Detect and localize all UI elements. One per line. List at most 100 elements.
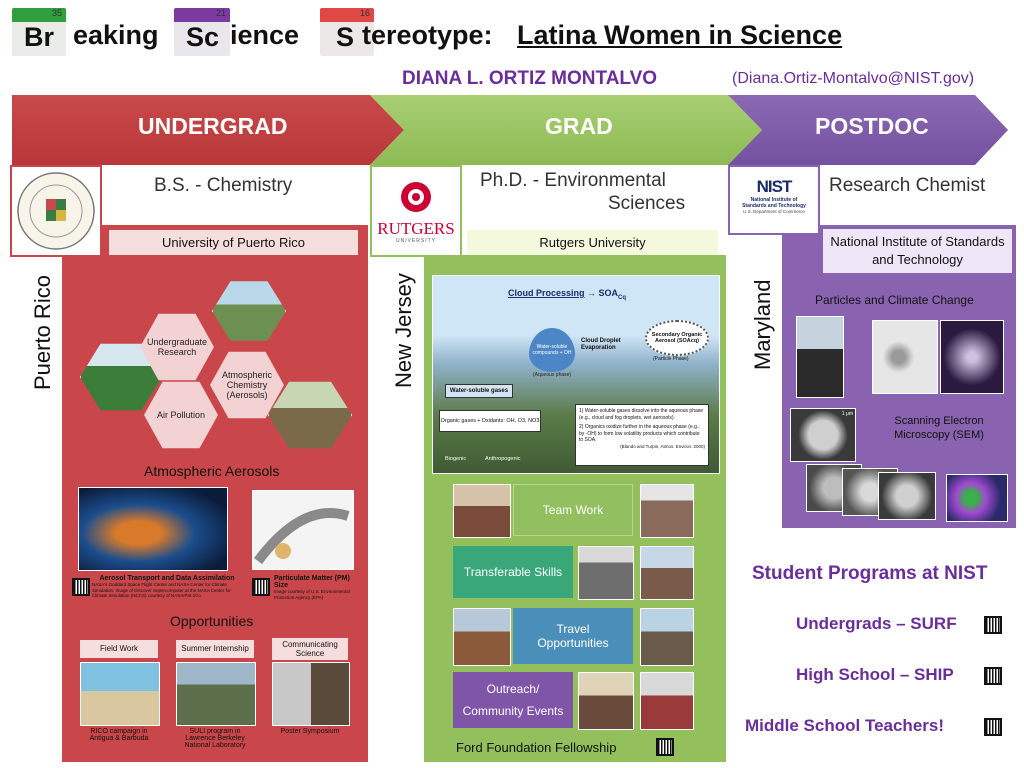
stage-grad: GRAD: [545, 113, 613, 139]
arrow-postdoc: [728, 95, 1008, 165]
particle-image-1: [872, 320, 938, 394]
aerosols-title: Atmospheric Aerosols: [144, 463, 280, 479]
grad-degree-line2: Sciences: [608, 193, 686, 214]
atomic-number: 16: [359, 8, 370, 18]
particles-climate-label: Particles and Climate Change: [815, 293, 974, 307]
element-tile-s: 16 S: [320, 8, 374, 56]
travel-photo-2: [640, 608, 694, 666]
evaporation-label: Cloud Droplet Evaporation: [581, 338, 621, 351]
university-seal-icon: [17, 172, 95, 250]
organic-gases-box: Organic gases+Oxidants: OH, O3, NO3: [439, 410, 541, 432]
rutgers-wordmark: RUTGERS: [377, 219, 455, 238]
aerosol-map-image: [78, 487, 228, 571]
grad-school: Rutgers University: [467, 230, 718, 255]
opp-communicating-science: Communicating Science: [272, 638, 348, 660]
qr-code-icon[interactable]: [984, 667, 1002, 685]
caption-pm-size: Particulate Matter (PM) Size Image court…: [274, 575, 350, 600]
element-symbol: Sc: [186, 22, 220, 52]
title-word-1: eaking: [73, 20, 159, 50]
researcher-photo: [796, 316, 844, 398]
opp-field-work: Field Work: [80, 640, 158, 658]
atomic-number: 35: [51, 8, 62, 18]
stage-postdoc: POSTDOC: [815, 113, 929, 139]
atomic-number: 21: [215, 8, 226, 18]
diagram-title: Cloud Processing → SOACq: [508, 288, 627, 301]
skill-transferable: Transferable Skills: [453, 546, 573, 598]
aqueous-phase-label: (Aqueous phase): [533, 372, 572, 378]
program-surf: Undergrads – SURF: [796, 614, 957, 633]
lab-photo: [578, 546, 634, 600]
upr-logo: [10, 165, 102, 257]
pm-size-image: [252, 490, 354, 570]
soa-particle-icon: Secondary Organic Aerosol (SOAcq): [645, 320, 709, 356]
qr-code-icon[interactable]: [984, 616, 1002, 634]
author-name: DIANA L. ORTIZ MONTALVO: [402, 68, 658, 89]
arrow-undergrad: [12, 95, 404, 165]
undergrad-degree: B.S. - Chemistry: [154, 175, 293, 196]
program-ship: High School – SHIP: [796, 665, 954, 684]
element-tile-sc: 21 Sc: [174, 8, 230, 56]
stage-undergrad: UNDERGRAD: [138, 113, 288, 139]
opportunities-title: Opportunities: [170, 613, 254, 629]
team-photo-2: [640, 484, 694, 538]
notes-box: 1) Water-soluble gases dissolve into the…: [575, 404, 709, 466]
field-work-photo: [80, 662, 160, 726]
postdoc-school: National Institute of Standards and Tech…: [823, 229, 1012, 273]
element-symbol: Br: [24, 22, 55, 52]
qr-code-icon[interactable]: [252, 578, 270, 596]
sem-image-5: [946, 474, 1008, 522]
sem-image-4: [878, 472, 936, 520]
undergrad-location: Puerto Rico: [30, 275, 55, 390]
opp-summer-internship: Summer Internship: [176, 640, 254, 658]
nist-logo: NIST National Institute of Standards and…: [728, 165, 820, 235]
poster-symposium-photo: [272, 662, 350, 726]
rutgers-logo: RUTGERS UNIVERSITY: [370, 165, 462, 257]
outreach-photo: [578, 672, 634, 730]
scale-bar-label: 1 μm: [841, 411, 853, 417]
qr-code-icon[interactable]: [72, 578, 90, 596]
rutgers-sub: UNIVERSITY: [395, 238, 436, 244]
water-soluble-gases-box: Water-soluble gases: [445, 384, 513, 398]
caption-aerosol-transport: Aerosol Transport and Data Assimilation …: [92, 575, 235, 598]
undergrad-school: University of Puerto Rico: [109, 230, 358, 255]
outreach-photo-2: [640, 672, 694, 730]
grad-degree-line1: Ph.D. - Environmental: [480, 170, 666, 191]
particle-phase-label: (Particle Phase): [653, 356, 689, 362]
career-timeline-arrows: [12, 95, 1008, 165]
qr-code-icon[interactable]: [984, 718, 1002, 736]
title-word-2: ience: [230, 20, 300, 50]
internship-photo: [176, 662, 256, 726]
title-word-3: tereotype:: [362, 20, 493, 50]
postdoc-title: Research Chemist: [829, 175, 986, 196]
particle-image-2: [940, 320, 1004, 394]
water-droplet-icon: Water-soluble compounds + OH: [529, 328, 575, 372]
sem-image-1: 1 μm: [790, 408, 856, 462]
anthropogenic-label: Anthropogenic: [485, 456, 521, 462]
element-symbol: S: [336, 22, 355, 52]
hair-strand-icon: [254, 508, 350, 565]
page-subtitle: Latina Women in Science: [517, 20, 843, 50]
rutgers-seal-icon: [401, 182, 431, 212]
fellowship-label: Ford Foundation Fellowship: [456, 740, 617, 755]
author-email: (Diana.Ortiz-Montalvo@NIST.gov): [732, 70, 975, 87]
caption-field-work: RICO campaign in Antigua & Barbuda: [89, 728, 149, 742]
team-photo: [453, 484, 511, 538]
qr-code-icon[interactable]: [656, 738, 674, 756]
biogenic-label: Biogenic: [445, 456, 467, 462]
caption-internship: SULI program in Lawrence Berkeley Nation…: [184, 728, 246, 749]
poster-photo: [640, 546, 694, 600]
programs-title: Student Programs at NIST: [752, 563, 988, 584]
campus-photo: [212, 281, 286, 341]
cloud-processing-diagram: Cloud Processing → SOACq Water-soluble c…: [432, 275, 720, 474]
grad-location: New Jersey: [391, 273, 416, 388]
element-tile-br: 35 Br: [12, 8, 66, 56]
nist-wordmark: NIST: [756, 177, 793, 196]
caption-poster: Poster Symposium: [280, 728, 340, 735]
postdoc-location: Maryland: [750, 279, 775, 370]
skill-team-work: Team Work: [513, 484, 633, 536]
program-teachers: Middle School Teachers!: [745, 716, 945, 735]
arrow-grad: [370, 95, 762, 165]
travel-photo: [453, 608, 511, 666]
skill-travel: Travel Opportunities: [513, 608, 633, 664]
sem-label: Scanning Electron Microscopy (SEM): [894, 415, 984, 441]
